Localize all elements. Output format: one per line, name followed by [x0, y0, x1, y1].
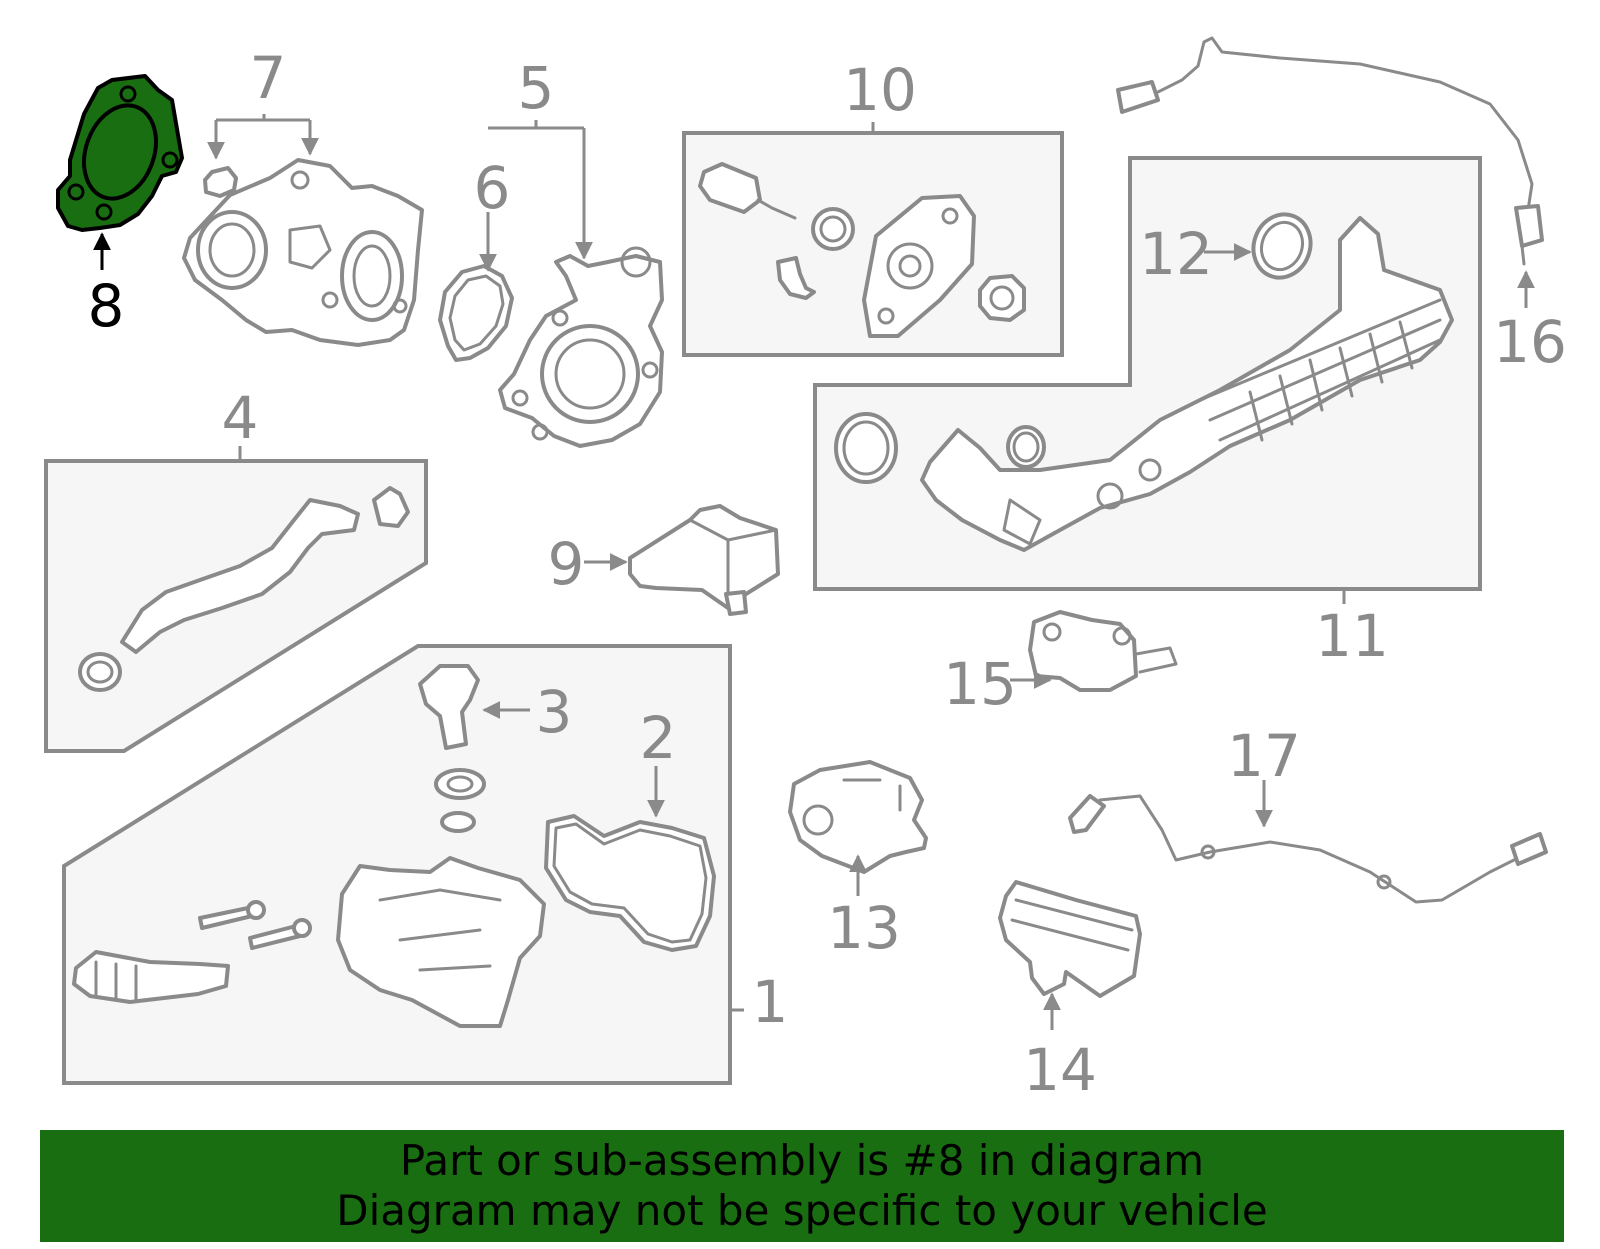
callout-11: 11 — [1315, 602, 1389, 670]
part-11-egr-cooler — [834, 216, 1454, 552]
info-banner: Part or sub-assembly is #8 in diagram Di… — [40, 1130, 1564, 1242]
leader-lines — [93, 114, 1535, 1030]
part-3-pcv-valve — [418, 664, 486, 833]
part-15-valve — [1028, 610, 1178, 692]
callout-16: 16 — [1493, 308, 1567, 376]
group-box-1 — [62, 644, 732, 1085]
part-1-cover — [72, 856, 546, 1028]
callout-7: 7 — [250, 44, 287, 112]
callout-14: 14 — [1023, 1036, 1097, 1104]
callout-12: 12 — [1139, 220, 1213, 288]
callout-2: 2 — [640, 704, 677, 772]
part-4-hose — [78, 486, 410, 692]
callout-5: 5 — [518, 54, 555, 122]
banner-line-2: Diagram may not be specific to your vehi… — [336, 1186, 1268, 1235]
part-9-sensor — [628, 504, 780, 616]
callout-4: 4 — [222, 384, 259, 452]
callout-3: 3 — [536, 678, 573, 746]
callout-13: 13 — [827, 894, 901, 962]
part-7-throttle-body — [182, 158, 424, 347]
part-8-gasket — [56, 74, 184, 232]
part-5-housing — [498, 246, 664, 448]
callout-15: 15 — [943, 650, 1017, 718]
part-16-oxygen-sensor — [1116, 36, 1544, 266]
callout-9: 9 — [548, 530, 585, 598]
part-17-oxygen-sensor — [1068, 794, 1548, 904]
banner-line-1: Part or sub-assembly is #8 in diagram — [399, 1136, 1205, 1185]
part-14-canister — [998, 880, 1142, 998]
callout-17: 17 — [1227, 722, 1301, 790]
part-2-gasket — [544, 814, 716, 952]
part-6-seal — [438, 264, 514, 362]
callout-6: 6 — [474, 154, 511, 222]
part-10-kit — [698, 162, 1026, 338]
part-13-valve — [788, 760, 928, 874]
callout-10: 10 — [843, 56, 917, 124]
callout-1: 1 — [752, 968, 789, 1036]
part-12-seal — [1251, 212, 1313, 280]
callout-8: 8 — [88, 272, 125, 340]
